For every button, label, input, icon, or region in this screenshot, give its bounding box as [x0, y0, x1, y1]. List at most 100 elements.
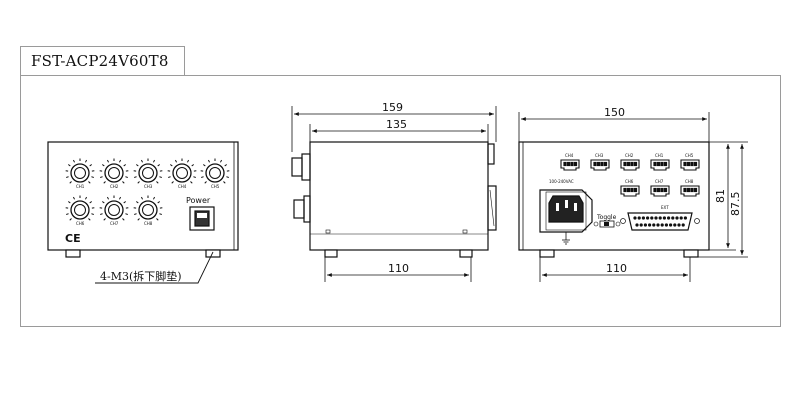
knob-scale-tick	[156, 218, 159, 221]
rear-dimensions: 150 110 81 87.5	[518, 106, 748, 282]
dsub-pin	[679, 216, 683, 220]
knob-scale-tick	[137, 181, 140, 184]
dsub-pin	[633, 216, 637, 220]
toggle-label: Toggle	[596, 214, 617, 221]
dsub-pin	[664, 223, 669, 227]
rear-channel-connector-4[interactable]: CH1	[650, 153, 670, 171]
knob-label: CH7	[110, 221, 119, 226]
rear-connector-label: CH3	[595, 153, 604, 158]
ac-inlet-housing	[539, 189, 593, 233]
knob-6[interactable]: CH6	[65, 195, 95, 227]
knob-4[interactable]: CH4	[167, 158, 197, 190]
rear-channel-connector-6[interactable]: CH6	[620, 179, 640, 197]
knob-scale-tick	[67, 164, 71, 167]
ext-dsub-connector[interactable]	[627, 212, 693, 231]
knob-scale-tick	[201, 176, 204, 178]
knob-scale-tick	[125, 176, 128, 178]
knob-scale-tick	[224, 164, 228, 167]
knob-2[interactable]: CH2	[99, 158, 129, 190]
title-tab: FST-ACP24V60T8	[20, 46, 185, 76]
side-screw-right	[462, 229, 468, 234]
knob-scale-tick	[66, 213, 69, 215]
side-view	[291, 141, 497, 258]
dsub-pin	[641, 216, 646, 220]
rear-channel-connector-5[interactable]: CH5	[680, 153, 700, 171]
rear-connector-pin	[633, 187, 638, 193]
toggle-screw-left	[593, 221, 599, 227]
rear-channel-connector-2[interactable]: CH3	[590, 153, 610, 171]
knob-scale-tick	[66, 176, 69, 178]
dim-110-side-text: 110	[388, 262, 409, 275]
dim-150-text: 150	[604, 106, 625, 119]
front-foot-right	[205, 249, 221, 258]
knob-scale-tick	[69, 218, 72, 221]
rear-connector-pin	[656, 161, 661, 167]
knob-3[interactable]: CH3	[133, 158, 163, 190]
rear-channel-connector-1[interactable]: CH4	[560, 153, 580, 171]
knob-body	[172, 163, 192, 183]
knob-scale-tick	[88, 218, 91, 221]
knob-scale-tick	[85, 196, 88, 200]
knob-8[interactable]: CH8	[133, 195, 163, 227]
knob-scale-tick	[187, 159, 190, 163]
rear-connector-pin	[686, 187, 691, 193]
knob-body	[138, 163, 158, 183]
knob-cap	[108, 204, 120, 216]
dsub-pin	[652, 223, 656, 227]
knob-cap	[108, 167, 120, 179]
rear-foot-right	[683, 249, 699, 258]
rear-connector-label: CH4	[565, 153, 574, 158]
knob-scale-tick	[91, 176, 94, 178]
knob-scale-tick	[156, 181, 159, 184]
ext-screw-left	[620, 218, 626, 224]
knob-scale-tick	[137, 218, 140, 221]
dsub-pin	[639, 223, 643, 227]
knob-scale-tick	[91, 213, 94, 215]
knob-7[interactable]: CH7	[99, 195, 129, 227]
dsub-pin	[660, 223, 664, 227]
rear-connector-label: CH5	[685, 153, 694, 158]
knob-scale-tick	[123, 164, 127, 167]
rear-channel-connector-3[interactable]: CH2	[620, 153, 640, 171]
model-title: FST-ACP24V60T8	[31, 52, 169, 70]
toggle-screw-right	[615, 221, 621, 227]
rear-connector-pin	[653, 187, 657, 193]
rear-panel	[518, 141, 710, 251]
side-rear-inlet	[487, 185, 497, 231]
knob-5[interactable]: CH5	[200, 158, 230, 190]
rear-connector-pin	[656, 187, 661, 193]
knob-scale-tick	[69, 181, 72, 184]
ac-pin-earth	[565, 200, 568, 208]
dsub-pin	[666, 216, 671, 220]
ac-inlet-socket[interactable]	[548, 195, 584, 223]
knob-body	[104, 163, 124, 183]
rear-connector-pin	[603, 161, 608, 167]
knob-scale-tick	[119, 159, 122, 163]
ce-mark: CE	[65, 232, 81, 245]
knob-1[interactable]: CH1	[65, 158, 95, 190]
power-switch-housing[interactable]	[189, 206, 215, 231]
knob-body	[70, 200, 90, 220]
rear-connector-label: CH2	[625, 153, 634, 158]
knob-scale-tick	[134, 213, 137, 215]
ext-dsub-pins	[633, 216, 688, 227]
toggle-switch[interactable]	[599, 220, 615, 228]
knob-scale-tick	[85, 159, 88, 163]
rear-channel-connector-7[interactable]: CH7	[650, 179, 670, 197]
rear-connector-pin	[683, 187, 687, 193]
rear-connector-label: CH8	[685, 179, 694, 184]
knob-scale-tick	[123, 201, 127, 204]
knob-scale-tick	[220, 159, 223, 163]
dsub-pin	[643, 223, 648, 227]
knob-body	[70, 163, 90, 183]
rear-connector-pin	[630, 161, 634, 167]
knob-scale-tick	[88, 181, 91, 184]
rear-connector-pin	[693, 161, 698, 167]
knob-scale-tick	[157, 164, 161, 167]
dim-110-rear-text: 110	[606, 262, 627, 275]
knob-scale-tick	[153, 196, 156, 200]
dsub-pin	[683, 216, 688, 220]
rear-channel-connector-8[interactable]: CH8	[680, 179, 700, 197]
knob-scale-tick	[89, 201, 93, 204]
